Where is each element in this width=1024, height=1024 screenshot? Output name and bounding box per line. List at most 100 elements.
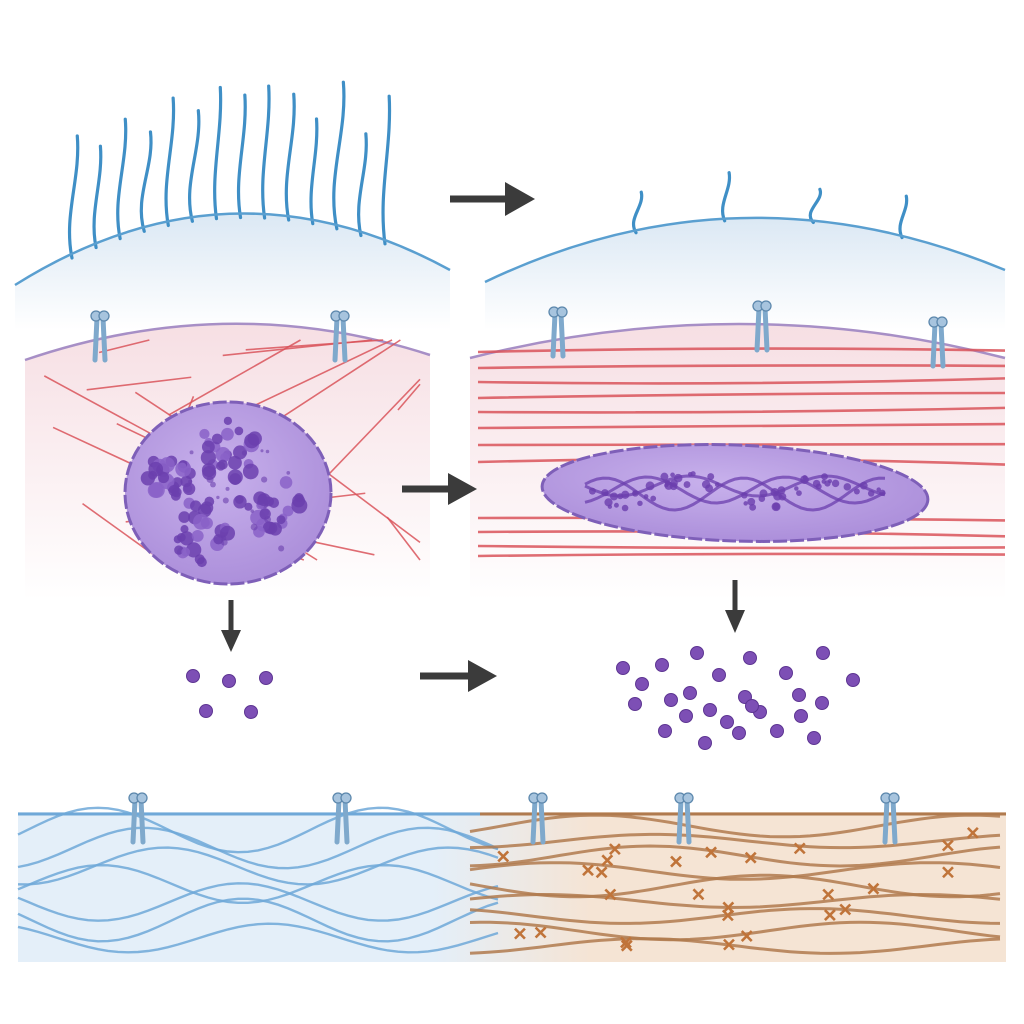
- chromatin-speck: [264, 516, 271, 523]
- released-particle: [617, 662, 630, 675]
- chromatin-granule: [264, 496, 274, 506]
- chromatin-granule: [715, 482, 720, 487]
- chromatin-speck: [210, 482, 216, 488]
- long-cilium: [359, 134, 367, 236]
- chromatin-granule: [244, 433, 259, 448]
- chromatin-granule: [759, 495, 766, 502]
- released-particle: [699, 737, 712, 750]
- channel-subunit: [337, 800, 339, 842]
- chromatin-granule: [148, 462, 163, 477]
- chromatin-granule: [235, 427, 244, 436]
- chromatin-granule: [178, 462, 187, 471]
- released-particle: [704, 704, 717, 717]
- channel-subunit: [335, 318, 337, 360]
- chromatin-granule: [743, 501, 747, 505]
- channel-subunit: [345, 800, 347, 842]
- chromatin-granule: [773, 492, 782, 501]
- released-particle: [817, 647, 830, 660]
- chromatin-granule: [637, 501, 642, 506]
- short-cilium: [810, 189, 820, 222]
- chromatin-granule: [622, 505, 629, 512]
- chromatin-granule: [601, 489, 608, 496]
- long-cilium: [190, 111, 199, 222]
- released-particle: [245, 706, 258, 719]
- channel-subunit: [553, 314, 555, 356]
- chromatin-granule: [822, 479, 826, 483]
- chromatin-granule: [228, 456, 242, 470]
- short-cilium: [634, 192, 642, 233]
- released-particle: [187, 670, 200, 683]
- chromatin-granule: [794, 486, 798, 490]
- left-nucleus: [125, 402, 331, 584]
- chromatin-granule: [800, 475, 809, 484]
- chromatin-granule: [796, 490, 802, 496]
- channel-subunit: [133, 800, 135, 842]
- chromatin-speck: [226, 487, 230, 491]
- chromatin-granule: [202, 440, 215, 453]
- long-cilium: [263, 86, 269, 218]
- right-panel: [470, 173, 1005, 750]
- chromatin-granule: [280, 476, 293, 489]
- channel-subunit: [885, 800, 887, 842]
- channel-subunit: [687, 800, 689, 842]
- channel-head: [99, 311, 109, 321]
- chromatin-speck: [216, 496, 219, 499]
- chromatin-speck: [221, 539, 228, 546]
- chromatin-granule: [860, 482, 868, 490]
- channel-subunit: [933, 324, 935, 366]
- chromatin-granule: [177, 533, 186, 542]
- right-released-particles: [617, 647, 860, 750]
- channel-subunit: [765, 308, 767, 350]
- released-particle: [659, 725, 672, 738]
- chromatin-granule: [192, 530, 204, 542]
- channel-head: [537, 793, 547, 803]
- chromatin-granule: [644, 494, 649, 499]
- released-particle: [200, 705, 213, 718]
- released-particle: [793, 689, 806, 702]
- chromatin-granule: [228, 469, 243, 484]
- channel-subunit: [893, 800, 895, 842]
- chromatin-granule: [816, 483, 822, 489]
- channel-head: [683, 793, 693, 803]
- left-released-particles: [187, 670, 273, 719]
- chromatin-speck: [260, 449, 263, 452]
- channel-head: [339, 311, 349, 321]
- chromatin-granule: [772, 503, 779, 510]
- released-particle: [733, 727, 746, 740]
- chromatin-speck: [190, 450, 194, 454]
- channel-subunit: [343, 318, 345, 360]
- chromatin-granule: [181, 548, 190, 557]
- chromatin-granule: [747, 498, 755, 506]
- released-particle: [816, 697, 829, 710]
- chromatin-speck: [251, 524, 258, 531]
- chromatin-granule: [705, 484, 713, 492]
- released-particle: [665, 694, 678, 707]
- released-particle: [260, 672, 273, 685]
- chromatin-granule: [688, 472, 693, 477]
- chromatin-granule: [821, 473, 828, 480]
- channel-head: [341, 793, 351, 803]
- long-cilium: [141, 132, 151, 231]
- channel-head: [937, 317, 947, 327]
- channel-subunit: [541, 800, 543, 842]
- released-particle: [780, 667, 793, 680]
- channel-subunit: [757, 308, 759, 350]
- chromatin-granule: [614, 503, 619, 508]
- channel-head: [137, 793, 147, 803]
- chromatin-speck: [250, 509, 253, 512]
- long-cilium: [215, 87, 221, 218]
- chromatin-speck: [188, 479, 192, 483]
- arrow-right-icon: [420, 660, 497, 692]
- chromatin-granule: [212, 434, 223, 445]
- chromatin-granule: [610, 492, 618, 500]
- chromatin-granule: [224, 417, 232, 425]
- channel-subunit: [141, 800, 143, 842]
- chromatin-granule: [291, 498, 307, 514]
- chromatin-granule: [243, 464, 259, 480]
- arrow-down-icon: [221, 600, 241, 652]
- chromatin-granule: [608, 505, 612, 509]
- channel-subunit: [95, 318, 97, 360]
- chromatin-granule: [199, 429, 209, 439]
- chromatin-speck: [266, 450, 270, 454]
